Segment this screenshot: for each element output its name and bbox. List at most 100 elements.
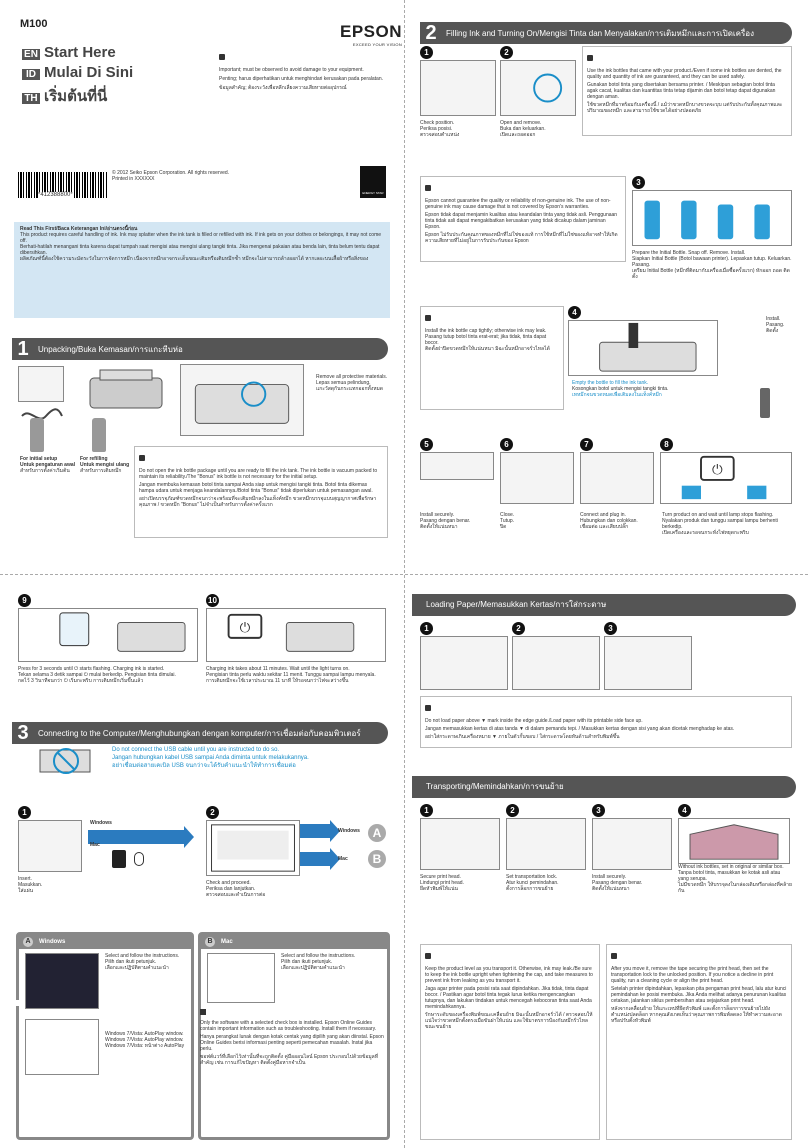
close-illustration — [500, 452, 574, 504]
setup-label: For initial setup Untuk pengaturan awal … — [20, 456, 76, 474]
mac-label: Mac — [90, 842, 100, 848]
fill-ink-illustration — [568, 320, 718, 376]
loading-paper-note: Do not load paper above ▼ mark inside th… — [420, 696, 792, 748]
step-2-text: Open and remove.Buka dan keluarkan.เปิดแ… — [500, 120, 546, 138]
remove-text: Remove all protective materials. Lepas s… — [316, 374, 388, 392]
printer-illustration — [80, 364, 176, 416]
copyright: © 2012 Seiko Epson Corporation. All righ… — [112, 170, 230, 182]
transporting-header: Transporting/Memindahkan/การขนย้าย — [412, 776, 796, 798]
step-1-text: Check position.Periksa posisi.ตรวจสอบตำแ… — [420, 120, 460, 138]
transport-step-1-text: Secure print head.Lindungi print head.ยึ… — [420, 874, 464, 892]
autoplay-window-screen — [25, 1019, 99, 1075]
step-4-text: Empty the bottle to fill the ink tank.Ko… — [572, 380, 669, 398]
step-5-text: Install securely.Pasang dengan benar.ติด… — [420, 512, 471, 530]
important-icon — [611, 953, 617, 959]
cap-warning-note: Install the ink bottle cap tightly; othe… — [420, 306, 564, 410]
important-icon — [219, 54, 225, 60]
windows-frame: Windows A Select and follow the instruct… — [16, 932, 194, 1140]
transport-step-4-badge: 4 — [678, 804, 691, 817]
loading-step-2-badge: 2 — [512, 622, 525, 635]
barcode-number: *412388800* — [38, 192, 73, 198]
after-move-note: After you move it, remove the tape secur… — [606, 944, 792, 1140]
transport-step-2-badge: 2 — [506, 804, 519, 817]
step-3-2-badge: 2 — [206, 806, 219, 819]
loading-step-2-illustration — [512, 636, 600, 690]
model-name: M100 — [20, 18, 48, 30]
important-icon — [587, 55, 593, 61]
step-3-badge: 3 — [632, 176, 645, 189]
transport-step-4-text: Without ink bottles, set in original or … — [678, 864, 792, 894]
step-10-badge: 10 — [206, 594, 219, 607]
transport-step-3-illustration — [592, 818, 672, 870]
step-3-text: Prepare the Initial Bottle. Snap off. Re… — [632, 250, 792, 280]
no-usb-icon — [34, 746, 98, 776]
online-guides-note: Only the software with a selected check … — [200, 1002, 386, 1066]
ink-cap-icon — [760, 388, 770, 418]
svg-text:⏻: ⏻ — [712, 462, 723, 477]
mac-cd-icon — [112, 850, 126, 868]
step-8-badge: 8 — [660, 438, 673, 451]
step-1-badge: 1 — [420, 46, 433, 59]
transport-level-note: Keep the product level as you transport … — [420, 944, 600, 1140]
read-this-first: Read This First/Baca Keterangan Ini/อ่าน… — [14, 222, 390, 318]
step-9-text: Press for 3 seconds until ⏻ starts flash… — [18, 666, 176, 684]
remove-protective-illustration — [180, 364, 304, 436]
install-cap-text: Install.Pasang.ติดตั้ง — [766, 316, 785, 334]
windows-a-label: Windows — [338, 828, 360, 834]
mac-select-text: Select and follow the instructions.Pilih… — [281, 953, 356, 971]
transport-step-3-badge: 3 — [592, 804, 605, 817]
usb-warning: Do not connect the USB cable until you a… — [112, 747, 309, 769]
important-icon — [425, 953, 431, 959]
windows-label: Windows — [90, 820, 112, 826]
fold-line-vertical — [404, 0, 405, 1148]
ink-bottle-note: Use the ink bottles that came with your … — [582, 46, 792, 136]
windows-installer-screen — [25, 953, 99, 1009]
arrow-to-mac — [300, 848, 340, 870]
windows-frame-letter: A — [23, 937, 33, 947]
ink-bottle-refill-icon — [92, 418, 106, 452]
windows-select-text: Select and follow the instructions.Pilih… — [105, 953, 180, 971]
non-genuine-note: Epson cannot guarantee the quality or re… — [420, 176, 626, 262]
transport-step-2-illustration — [506, 818, 586, 870]
note-pencil-icon — [139, 455, 145, 461]
loading-step-1-badge: 1 — [420, 622, 433, 635]
mac-b-label: Mac — [338, 856, 348, 862]
loading-step-1-illustration — [420, 636, 508, 690]
mouse-icon — [134, 852, 144, 866]
check-text: Check and proceed.Periksa dan lanjutkan.… — [206, 880, 266, 898]
loading-step-3-illustration — [604, 636, 692, 690]
insert-cd-illustration — [18, 820, 82, 872]
important-icon — [425, 705, 431, 711]
important-icon — [425, 315, 431, 321]
arrow-to-windows — [300, 820, 340, 842]
step-2-badge: 2 — [500, 46, 513, 59]
unpacking-note: Do not open the ink bottle package until… — [134, 446, 388, 538]
power-on-illustration: ⏻ — [660, 452, 792, 504]
charging-ink-illustration: ⏻ — [206, 608, 386, 662]
windows-frame-title: Windows — [19, 935, 191, 949]
connect-plug-illustration — [580, 452, 654, 504]
install-securely-illustration — [420, 452, 494, 480]
autoplay-text: Windows 7/Vista: AutoPlay window.Windows… — [105, 1031, 185, 1049]
transport-step-1-badge: 1 — [420, 804, 433, 817]
insert-text: Insert.Masukkan.ใส่แผ่น — [18, 876, 43, 894]
step-9-badge: 9 — [18, 594, 31, 607]
step-6-text: Close.Tutup.ปิด — [500, 512, 515, 530]
windows-arrow — [88, 826, 194, 848]
step-7-badge: 7 — [580, 438, 593, 451]
loading-paper-header: Loading Paper/Memasukkan Kertas/การใส่กร… — [412, 594, 796, 616]
license-screen-illustration — [206, 820, 300, 876]
manual-illustration — [18, 366, 64, 402]
transport-step-2-text: Set transportation lock.Atur kunci pemin… — [506, 874, 559, 892]
step-6-badge: 6 — [500, 438, 513, 451]
letter-a-badge: A — [368, 824, 386, 842]
press-button-illustration — [18, 608, 198, 662]
step-7-text: Connect and plug in.Hubungkan dan colokk… — [580, 512, 638, 530]
